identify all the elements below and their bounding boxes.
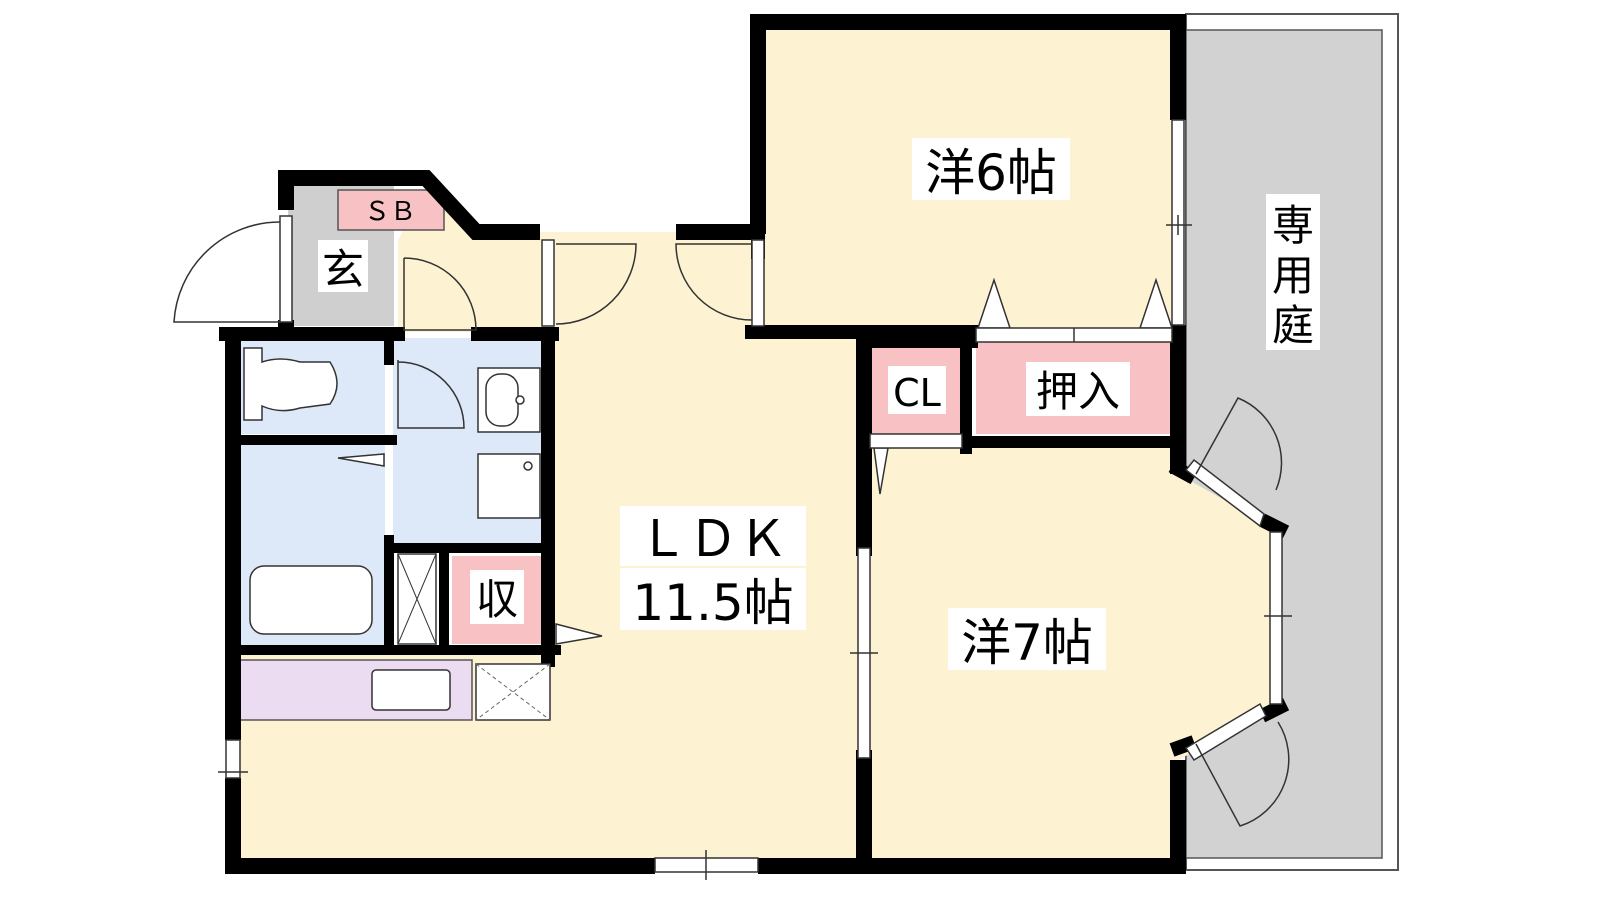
oshiire-rail <box>869 327 1173 449</box>
label-western-7: 洋7帖 <box>961 614 1093 672</box>
sliding-door-marks <box>337 277 1174 645</box>
walls <box>225 14 1186 874</box>
label-ldk-size: 11.5帖 <box>632 574 793 632</box>
fixture-crosses <box>475 663 551 721</box>
inner-walls <box>219 227 1184 874</box>
label-storage: 収 <box>476 575 518 624</box>
bathtub <box>249 565 373 635</box>
label-shoe-box: ＳＢ <box>364 197 416 227</box>
label-garden-3: 庭 <box>1272 301 1314 350</box>
door-swings <box>173 221 1290 827</box>
label-oshiire: 押入 <box>1036 367 1120 416</box>
kitchen-sink <box>371 669 451 711</box>
label-entrance: 玄 <box>322 245 364 294</box>
label-ldk-name: ＬＤＫ <box>638 510 788 568</box>
windows <box>218 119 1292 880</box>
room-labels: 洋6帖 洋7帖 ＬＤＫ 11.5帖 CL 押入 収 玄 ＳＢ 専 用 庭 <box>318 138 1320 672</box>
shelf-cross <box>397 553 437 645</box>
label-western-6: 洋6帖 <box>925 144 1057 202</box>
label-garden-1: 専 <box>1272 201 1314 250</box>
label-closet: CL <box>893 371 941 415</box>
shoe-box-area <box>337 189 445 231</box>
toilet-bowl <box>243 347 338 421</box>
washing-machine-space <box>477 453 541 519</box>
bay-window-walls <box>1168 459 1290 757</box>
label-garden-2: 用 <box>1272 251 1314 300</box>
